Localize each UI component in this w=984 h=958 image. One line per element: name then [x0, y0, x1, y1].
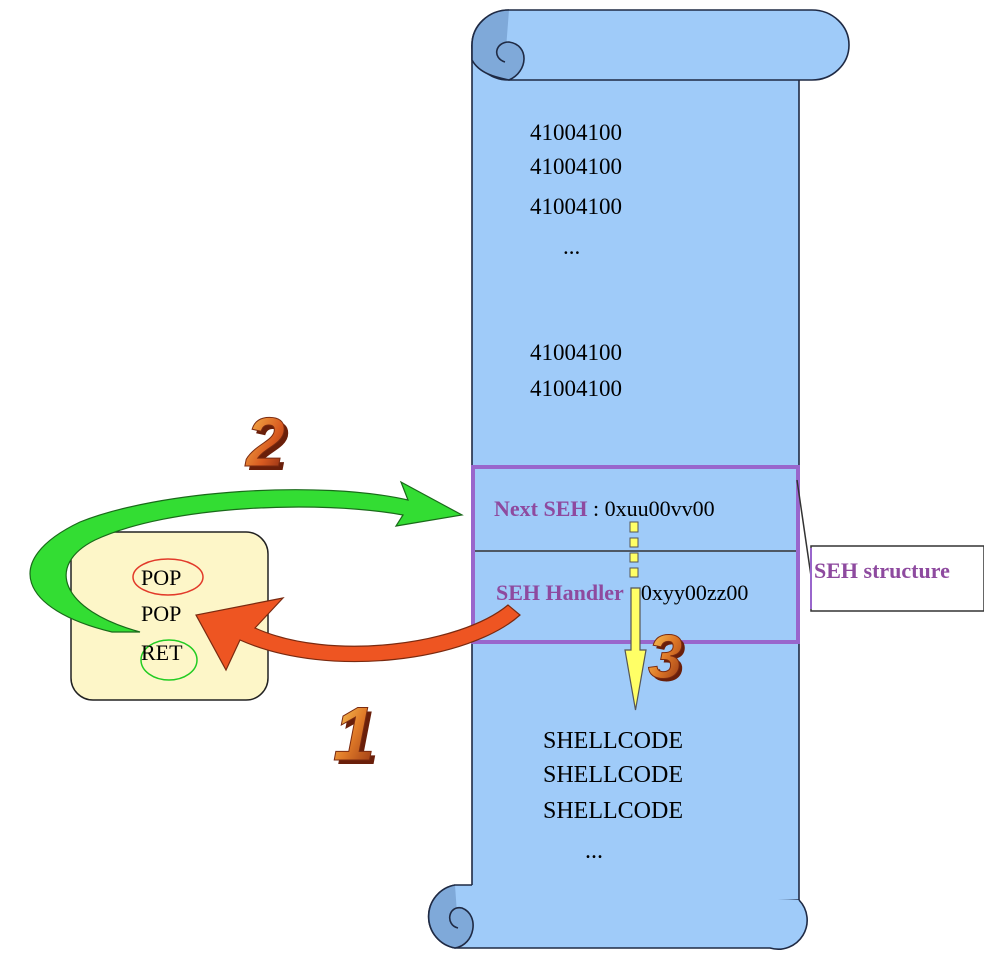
gadget-instruction: POP: [141, 565, 181, 590]
seh-structure-label: SEH structure: [814, 558, 950, 583]
step-1-number: 1: [333, 692, 375, 777]
step-3-number: 3: [648, 623, 682, 692]
stack-value: 41004100: [530, 376, 622, 401]
stack-value: 41004100: [530, 194, 622, 219]
shellcode-line: SHELLCODE: [543, 798, 683, 824]
seh-structure-callout: SEH structure: [797, 480, 984, 611]
seh-handler-label: SEH Handler: [496, 580, 624, 605]
next-seh-label: Next SEH: [494, 496, 588, 521]
gadget-instruction: RET: [141, 640, 183, 665]
seh-handler-value: : 0xyy00zz00: [624, 580, 749, 605]
scroll-top-roll: [472, 10, 849, 80]
shellcode-line: SHELLCODE: [543, 762, 683, 788]
stack-value: 41004100: [530, 120, 622, 145]
stack-value: 41004100: [530, 340, 622, 365]
stack-value: 41004100: [530, 154, 622, 179]
shellcode-ellipsis: ...: [585, 838, 603, 864]
next-seh-line: Next SEH : 0xuu00vv00: [494, 496, 715, 521]
gadget-instruction: POP: [141, 601, 181, 626]
shellcode-line: SHELLCODE: [543, 728, 683, 754]
next-seh-value: : 0xuu00vv00: [588, 496, 715, 521]
seh-handler-line: SEH Handler : 0xyy00zz00: [496, 580, 748, 605]
stack-ellipsis: ...: [563, 234, 580, 259]
step-2-number: 2: [244, 403, 285, 481]
